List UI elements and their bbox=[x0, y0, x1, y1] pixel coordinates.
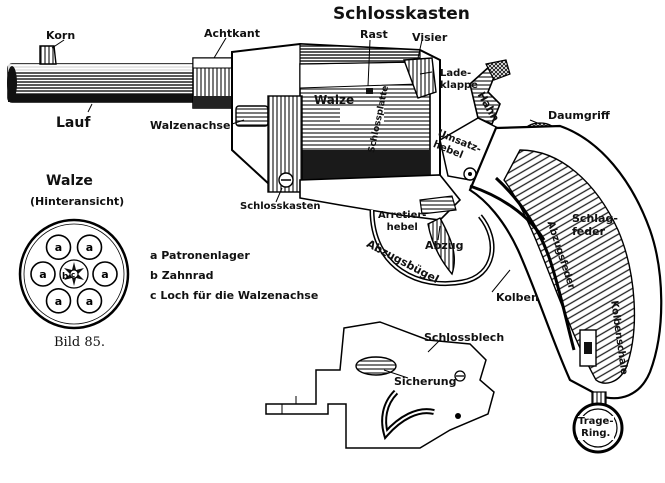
label-abzug: Abzug bbox=[425, 239, 464, 252]
cylinder-chamber bbox=[45, 288, 72, 314]
label-arretierhebel: Arretier- hebel bbox=[378, 210, 427, 233]
gear-letter: b bbox=[62, 272, 69, 282]
hole-letter: c bbox=[71, 271, 75, 279]
figure-caption: Bild 85. bbox=[54, 335, 105, 350]
chamber-letter: a bbox=[101, 268, 108, 281]
label-schlossblech: Schlossblech bbox=[424, 331, 505, 344]
label-kolben: Kolben bbox=[496, 291, 539, 304]
diagram-title: Schlosskasten bbox=[333, 4, 470, 24]
label-lauf: Lauf bbox=[56, 115, 91, 131]
frame bbox=[231, 42, 462, 221]
legend-item-b: b Zahnrad bbox=[150, 269, 214, 282]
leader-lines bbox=[51, 37, 541, 379]
chamber-letter: a bbox=[55, 241, 62, 254]
chamber-letter: a bbox=[39, 268, 46, 281]
cylinder-chamber bbox=[45, 234, 72, 260]
inset-subtitle: (Hinteransicht) bbox=[30, 195, 125, 208]
cylinder-chamber bbox=[30, 261, 56, 287]
chamber-letter: a bbox=[86, 241, 93, 254]
barrel bbox=[7, 45, 238, 109]
label-sicherung: Sicherung bbox=[394, 375, 457, 388]
label-achtkant: Achtkant bbox=[204, 27, 260, 40]
legend-item-c: c Loch für die Walzenachse bbox=[150, 289, 319, 302]
chamber-letter: a bbox=[86, 295, 93, 308]
label-walze-body: Walze bbox=[314, 93, 355, 107]
cylinder-chamber bbox=[92, 261, 118, 287]
label-rast: Rast bbox=[360, 28, 388, 41]
label-korn: Korn bbox=[46, 29, 76, 42]
label-ladeklappe: Lade- klappe bbox=[440, 68, 478, 91]
cylinder-rear-view: a a a a a a bbox=[18, 218, 130, 330]
inset-title: Walze bbox=[46, 173, 93, 189]
lock-plate bbox=[265, 321, 495, 449]
label-schlagfeder: Schlag- feder bbox=[572, 212, 618, 239]
label-daumgriff: Daumgriff bbox=[548, 109, 610, 122]
legend-item-a: a Patronenlager bbox=[150, 249, 250, 262]
label-schlosskasten-lower: Schlosskasten bbox=[240, 201, 321, 212]
cylinder-chamber bbox=[76, 234, 103, 260]
label-walzenachse: Walzenachse bbox=[150, 119, 231, 132]
cylinder-chamber bbox=[76, 288, 103, 314]
chamber-letter: a bbox=[55, 295, 62, 308]
label-trage-ring: Trage- Ring. bbox=[578, 416, 614, 440]
label-visier: Visier bbox=[412, 31, 448, 44]
